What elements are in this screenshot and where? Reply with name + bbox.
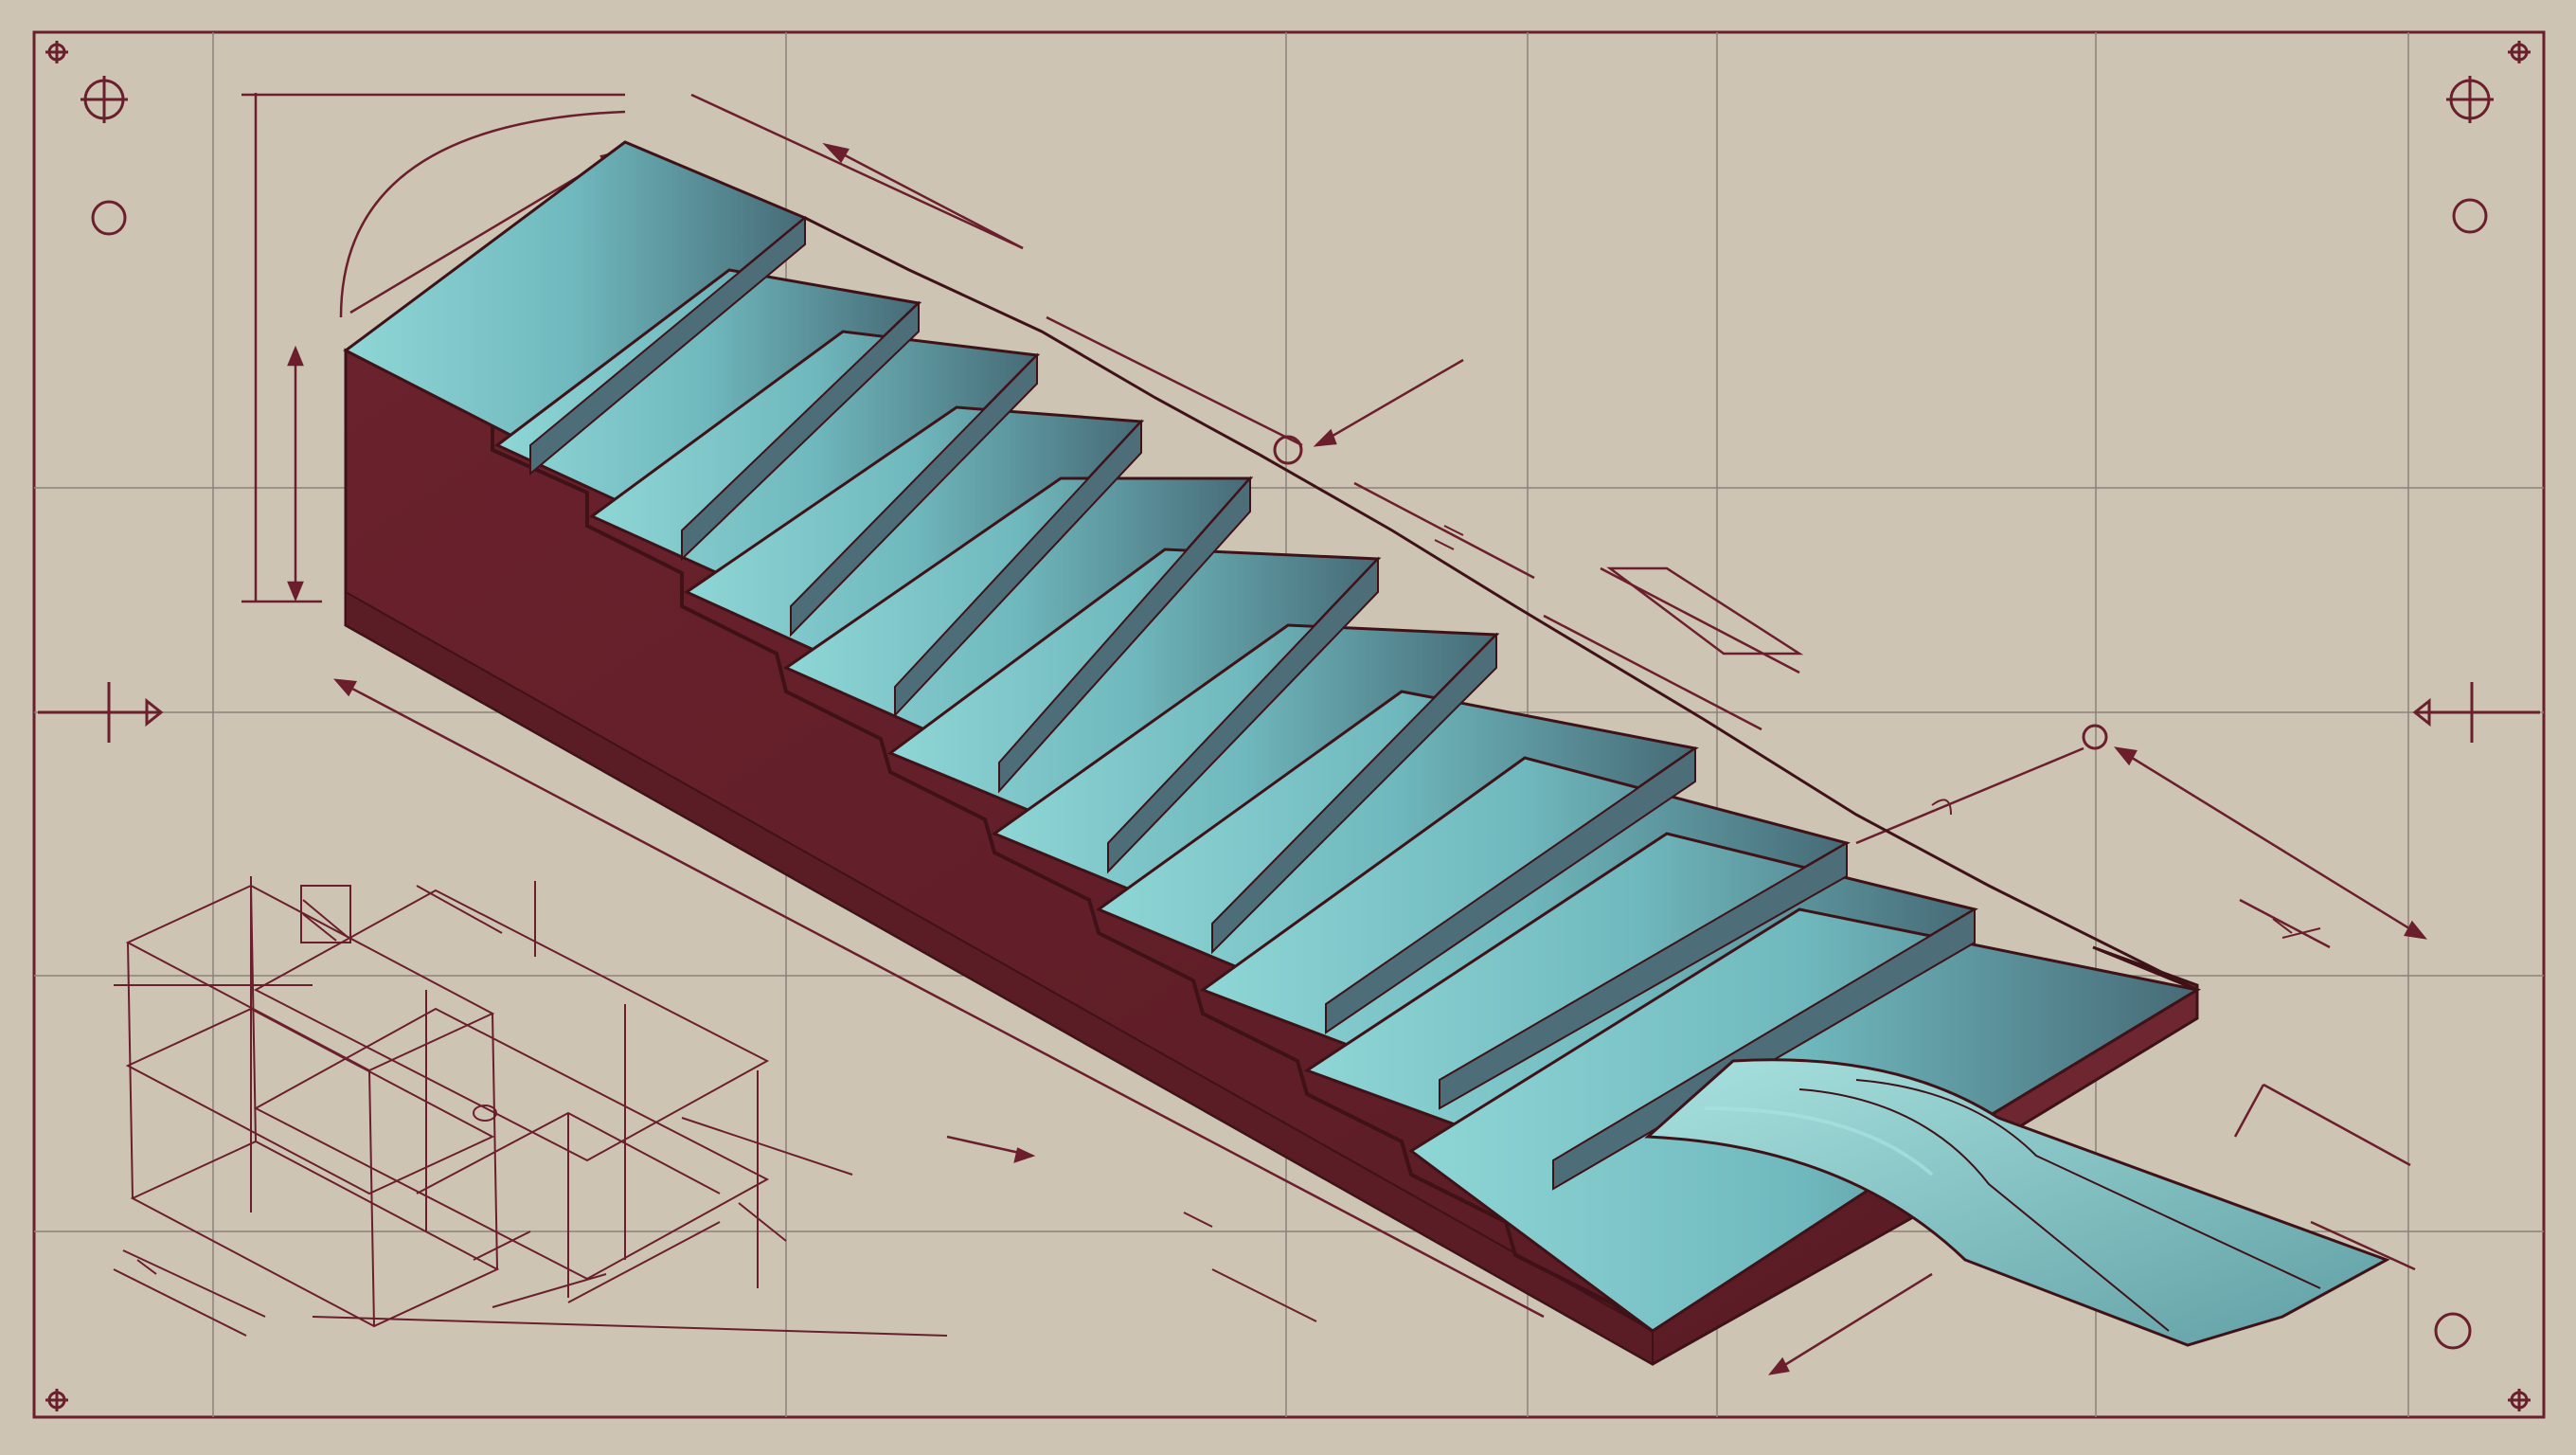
annotation-ticks	[136, 525, 2321, 1275]
circle-mark-bottom-right	[2434, 1312, 2472, 1350]
dimension-lines	[242, 93, 2428, 1375]
corner-mark-bottom-right	[2508, 1389, 2531, 1411]
diagonal-dimension-bottom	[335, 678, 1545, 1319]
center-mark-right	[2412, 682, 2540, 743]
corner-mark-top-left	[45, 41, 68, 63]
curved-dimension-arc	[339, 110, 626, 318]
step-profile-edge	[345, 349, 1655, 1333]
water-stream	[1644, 1058, 2390, 1347]
channel-back-edge	[804, 216, 2198, 992]
corner-mark-bottom-left	[45, 1389, 68, 1411]
crosshair-mark-top-left	[80, 76, 128, 123]
diagonal-dimension-mid	[1046, 315, 1303, 447]
circle-mark-left	[91, 200, 127, 236]
diagonal-dimension-upper	[690, 93, 1024, 250]
border-frame	[32, 30, 2546, 1419]
diagonal-dimension-center	[1353, 481, 1535, 580]
diagonal-dimension-lower-right	[2263, 1083, 2411, 1167]
water-outflow	[1644, 1058, 2390, 1347]
diagonal-dimension-right	[1855, 746, 2084, 845]
crosshair-mark-top-right	[2446, 76, 2494, 123]
center-mark-left	[38, 682, 164, 743]
target-mark-center	[1273, 435, 1303, 465]
target-mark-right	[2082, 724, 2108, 750]
circle-mark-right	[2452, 198, 2488, 234]
corner-mark-top-right	[2508, 41, 2531, 63]
registration-marks	[38, 41, 2540, 1411]
wireframe-projection	[113, 876, 1317, 1337]
